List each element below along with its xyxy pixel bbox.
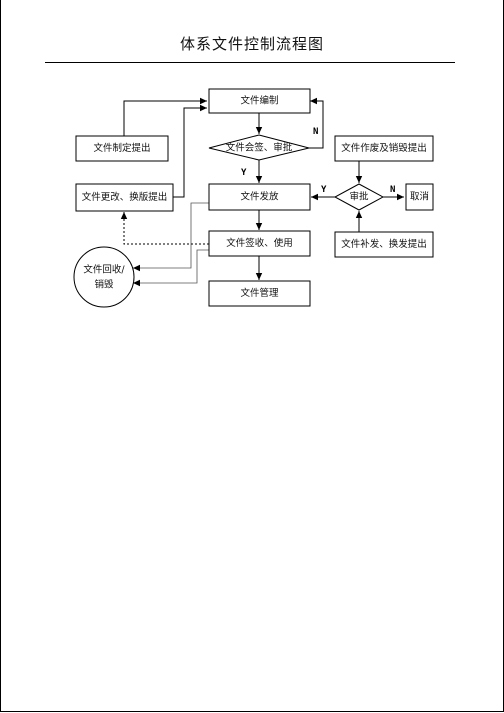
node-receive-use (208, 230, 311, 257)
node-manage (208, 280, 311, 307)
edge-label-review-no: N (313, 127, 318, 137)
edge-receive-recall (133, 249, 209, 287)
edge-review-no-loop (309, 97, 324, 149)
node-change-propose (75, 183, 174, 212)
node-review-decision (208, 134, 310, 161)
node-obsolete-propose-label: 文件作废及销毁提出 (341, 142, 427, 154)
node-cancel (405, 183, 434, 211)
node-issue (208, 183, 311, 211)
edge-label-review-yes: Y (241, 168, 247, 178)
title-divider (45, 62, 455, 63)
edge-label-approve-no: N (390, 185, 395, 195)
node-recall (73, 246, 135, 308)
node-compile-label: 文件编制 (240, 95, 278, 107)
node-obsolete-propose (334, 135, 434, 162)
edge-label-approve-yes: Y (321, 185, 327, 195)
edge-issue-recall (133, 202, 209, 272)
edge-propose-compile (123, 97, 207, 136)
node-receive-use-label: 文件签收、使用 (226, 237, 293, 249)
node-recall-label-line2: 销毁 (94, 279, 114, 291)
node-cancel-label: 取消 (410, 191, 429, 203)
node-change-propose-label: 文件更改、换版提出 (82, 191, 168, 203)
node-propose-label: 文件制定提出 (93, 142, 150, 154)
node-issue-label: 文件发放 (240, 191, 279, 203)
node-review-label: 文件会签、审批 (226, 142, 293, 154)
node-recall-label-line1: 文件回收/ (83, 264, 125, 276)
node-propose (75, 135, 169, 162)
edge-change-compile (173, 104, 207, 198)
page-title: 体系文件控制流程图 (179, 35, 324, 53)
node-reissue-propose-label: 文件补发、换发提出 (341, 238, 427, 250)
edge-receive-change-dashed (120, 212, 209, 245)
node-approve-decision (333, 183, 385, 211)
node-approve-label: 审批 (349, 191, 369, 203)
node-manage-label: 文件管理 (240, 287, 279, 299)
node-reissue-propose (334, 231, 434, 258)
node-compile (208, 88, 311, 114)
